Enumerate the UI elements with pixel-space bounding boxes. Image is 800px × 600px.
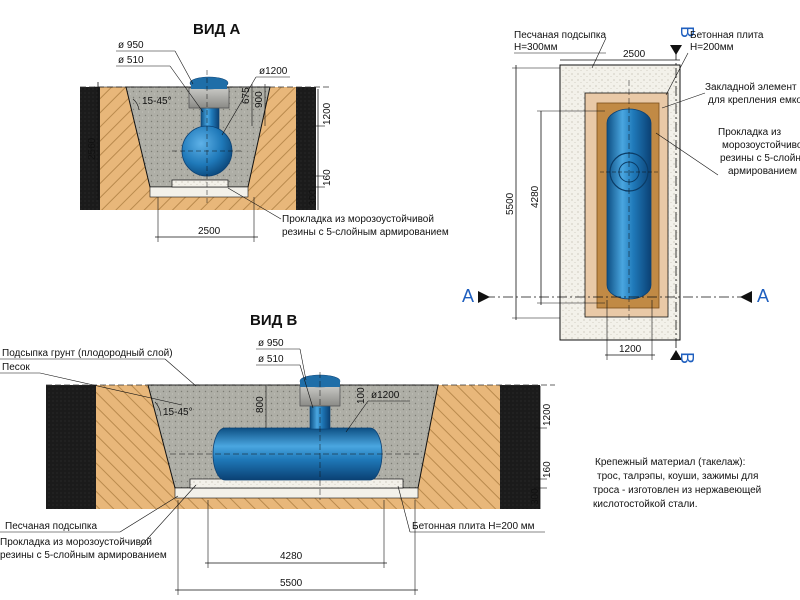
view-b-sand-bed-label: Песчаная подсыпка: [5, 521, 97, 532]
view-b-w4280: 4280: [280, 551, 303, 562]
view-b-d950: ø 950: [258, 338, 284, 349]
plan-sand-leader: [591, 37, 607, 69]
view-a-sand-bed: [149, 186, 249, 198]
plan-h4280: 4280: [530, 185, 541, 208]
note-line4: кислотостойкой стали.: [593, 499, 698, 510]
view-b-d1200: ø1200: [371, 390, 400, 401]
view-b-h1200: 1200: [542, 403, 553, 426]
plan-section-a-arrow-left: [478, 291, 490, 303]
view-b-angle-arc: [154, 401, 162, 417]
plan-pad-line4: армированием: [728, 166, 797, 177]
note-line2: трос, талрэпы, коуши, зажимы для: [597, 471, 758, 482]
view-b-sand-leader: [39, 372, 183, 406]
view-b-pad-leader: [139, 484, 197, 548]
view-b: ВИД В ø 950 ø 510 ø1200 800: [0, 312, 555, 595]
view-b-dark-soil-right: [500, 385, 540, 509]
view-b-h100: 100: [356, 387, 367, 404]
plan-slab-line1: Бетонная плита: [690, 30, 764, 41]
view-a-d1200: ø1200: [259, 66, 288, 77]
view-b-dark-soil-left: [46, 385, 96, 509]
view-a-h900: 900: [254, 91, 265, 108]
view-a-h300: 300: [308, 189, 319, 206]
plan-section-b-top: B: [677, 26, 697, 38]
view-a-d510-leader: [169, 65, 204, 113]
view-a-pad-line1: Прокладка из морозоустойчивой: [282, 214, 434, 225]
view-a-w2500: 2500: [198, 226, 221, 237]
plan-h5500: 5500: [505, 192, 516, 215]
view-b-d950-leader: [299, 348, 307, 381]
view-b-soil-leader: [164, 358, 197, 387]
view-b-d1200-leader: [345, 400, 369, 433]
plan-sand-line1: Песчаная подсыпка: [514, 30, 606, 41]
view-a-h2560: 2560: [87, 137, 98, 160]
view-b-angle: 15-45°: [163, 407, 193, 418]
plan-section-b-arrow-top: [670, 45, 682, 55]
view-a-dark-soil-right: [296, 87, 316, 210]
view-a-title: ВИД А: [193, 21, 240, 38]
view-b-sand-bed-leader: [119, 495, 179, 533]
view-b-h160: 160: [542, 461, 553, 478]
plan-w1200: 1200: [619, 344, 642, 355]
view-a-pad-line2: резины с 5-слойным армированием: [282, 227, 449, 238]
view-a-d1200-leader: [221, 76, 257, 136]
plan-pad-line2: морозоустойчивой: [722, 140, 800, 151]
plan-slab-line2: H=200мм: [690, 42, 734, 53]
plan-pad-line3: резины с 5-слойным: [720, 153, 800, 164]
plan-embed-line1: Закладной элемент: [705, 82, 797, 93]
view-a-h1200: 1200: [322, 102, 333, 125]
plan-section-a-arrow-right: [740, 291, 752, 303]
plan-embed-line2: для крепления емкости: [708, 95, 800, 106]
plan-w2500: 2500: [623, 49, 646, 60]
view-a-concrete-slab: [171, 179, 229, 188]
view-a-pad-leader: [227, 187, 282, 220]
plan-pad-leader: [655, 132, 719, 176]
plan-slab-leader: [665, 52, 689, 96]
view-a-dark-soil-left: [80, 87, 100, 210]
view-a-d950: ø 950: [118, 40, 144, 51]
view-b-h300: 300: [530, 488, 541, 505]
view-a-d950-leader: [174, 50, 194, 85]
note-line1: Крепежный материал (такелаж):: [595, 457, 745, 468]
note-line3: троса - изготовлен из нержавеющей: [593, 485, 761, 496]
view-a-angle-arc: [132, 98, 140, 111]
view-b-sand-label: Песок: [2, 362, 30, 373]
view-a-d510: ø 510: [118, 55, 144, 66]
view-a: ВИД А ø 950 ø 510 ø1200: [80, 21, 449, 242]
view-a-h160: 160: [322, 169, 333, 186]
plan-section-a-left: A: [462, 286, 474, 306]
plan-section-b-arrow-bottom: [670, 350, 682, 360]
view-a-angle: 15-45°: [142, 96, 172, 107]
plan-pad-line1: Прокладка из: [718, 127, 782, 138]
view-b-title: ВИД В: [250, 312, 297, 329]
plan-view: A A B B Песчаная подсыпка H=300мм Бетонн…: [462, 26, 800, 364]
view-b-pad-line1: Прокладка из морозоустойчивой: [0, 537, 152, 548]
view-b-pad-line2: резины с 5-слойным армированием: [0, 550, 167, 561]
view-a-hatch-cover: [188, 87, 230, 109]
rigging-note: Крепежный материал (такелаж): трос, талр…: [593, 457, 761, 510]
plan-sand-line2: H=300мм: [514, 42, 558, 53]
view-b-slab-leader: [397, 485, 411, 533]
view-a-h675: 675: [241, 87, 252, 104]
plan-embed-leader: [661, 92, 706, 109]
view-b-h800: 800: [255, 396, 266, 413]
view-b-soil-label: Подсыпка грунт (плодородный слой): [2, 348, 173, 359]
view-b-d510-leader: [299, 364, 314, 409]
view-a-hatch-cap-band: [191, 82, 227, 89]
plan-section-a-right: A: [757, 286, 769, 306]
view-b-slab-label: Бетонная плита H=200 мм: [412, 521, 535, 532]
view-b-d510: ø 510: [258, 354, 284, 365]
view-b-sand-bed: [174, 487, 419, 499]
plan-section-b-bottom: B: [677, 352, 697, 364]
view-b-w5500: 5500: [280, 578, 303, 589]
